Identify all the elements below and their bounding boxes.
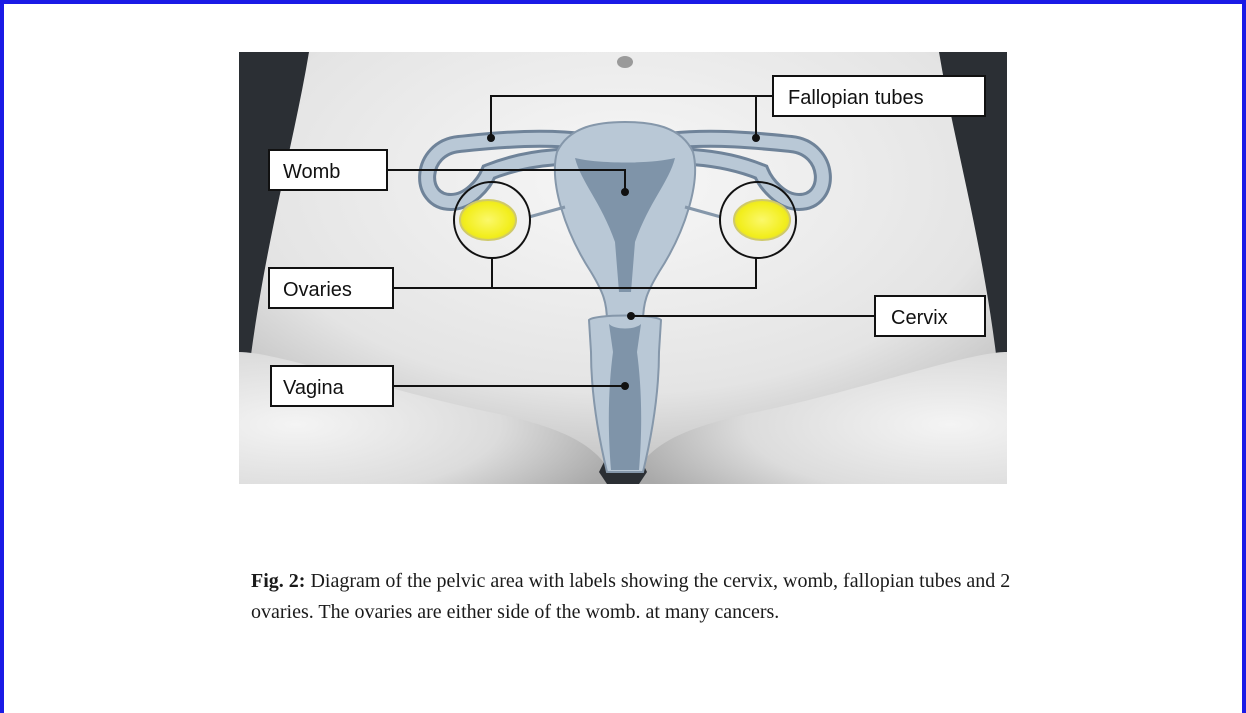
label-fallopian-tubes: Fallopian tubes bbox=[773, 76, 985, 116]
pelvic-diagram: Fallopian tubes Womb Ovaries Cervix Vagi… bbox=[239, 52, 1007, 484]
figure-caption: Fig. 2: Diagram of the pelvic area with … bbox=[251, 566, 1051, 628]
label-vagina-text: Vagina bbox=[283, 377, 345, 399]
womb-dot bbox=[621, 188, 629, 196]
fallopian-dot-right bbox=[752, 134, 760, 142]
label-womb-text: Womb bbox=[283, 161, 340, 183]
label-vagina: Vagina bbox=[271, 366, 393, 406]
figure-caption-prefix: Fig. 2: bbox=[251, 570, 305, 592]
navel bbox=[617, 56, 633, 68]
label-cervix: Cervix bbox=[875, 296, 985, 336]
right-ovary bbox=[734, 200, 790, 240]
figure-caption-text: Diagram of the pelvic area with labels s… bbox=[251, 570, 1010, 623]
vagina-inner bbox=[609, 324, 641, 470]
fallopian-dot-left bbox=[487, 134, 495, 142]
cervix-dot bbox=[627, 312, 635, 320]
label-cervix-text: Cervix bbox=[891, 307, 948, 329]
pelvic-diagram-svg: Fallopian tubes Womb Ovaries Cervix Vagi… bbox=[239, 52, 1007, 484]
label-womb: Womb bbox=[269, 150, 387, 190]
left-ovary bbox=[460, 200, 516, 240]
label-fallopian-tubes-text: Fallopian tubes bbox=[788, 87, 924, 109]
vagina-dot bbox=[621, 382, 629, 390]
label-ovaries-text: Ovaries bbox=[283, 279, 352, 301]
label-ovaries: Ovaries bbox=[269, 268, 393, 308]
